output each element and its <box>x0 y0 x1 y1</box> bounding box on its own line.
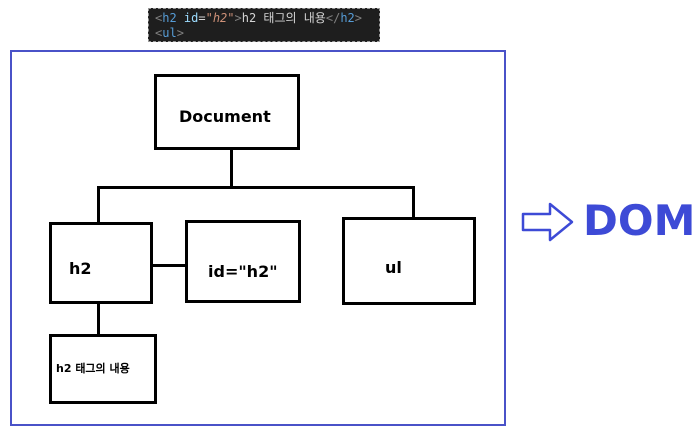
diagram-frame <box>10 50 506 426</box>
connector-line <box>150 264 187 267</box>
node-ul: ul <box>342 217 476 305</box>
code-snippet: <h2 id="h2">h2 태그의 내용</h2> <ul> <box>148 8 380 42</box>
node-id-attribute: id="h2" <box>185 220 301 303</box>
node-h2-text-label: h2 태그의 내용 <box>56 362 130 375</box>
code-token: h2 <box>162 11 177 25</box>
code-token: "h2" <box>205 11 235 25</box>
code-token: id <box>176 11 199 25</box>
connector-line <box>230 148 233 189</box>
code-token: ul <box>162 26 177 40</box>
node-document: Document <box>154 74 300 150</box>
code-token: </ <box>325 11 341 25</box>
code-token: h2 태그의 내용 <box>241 11 326 25</box>
code-token: > <box>176 26 184 40</box>
code-token: = <box>198 11 206 25</box>
dom-label: DOM <box>583 196 696 245</box>
connector-line <box>97 186 415 189</box>
node-h2-label: h2 <box>69 259 92 278</box>
node-ul-label: ul <box>385 258 402 277</box>
code-token: > <box>234 11 242 25</box>
code-line-2: <ul> <box>155 26 373 41</box>
code-token: < <box>155 26 163 40</box>
node-h2: h2 <box>49 222 153 304</box>
node-document-label: Document <box>179 107 271 126</box>
code-token: h2 <box>340 11 355 25</box>
connector-line <box>97 186 100 224</box>
code-token: < <box>155 11 163 25</box>
code-token: > <box>354 11 362 25</box>
node-id-attribute-label: id="h2" <box>208 262 278 281</box>
code-line-1: <h2 id="h2">h2 태그의 내용</h2> <box>155 11 373 26</box>
connector-line <box>97 302 100 336</box>
connector-line <box>412 186 415 219</box>
right-arrow-icon <box>521 202 574 242</box>
node-h2-text: h2 태그의 내용 <box>49 334 157 404</box>
